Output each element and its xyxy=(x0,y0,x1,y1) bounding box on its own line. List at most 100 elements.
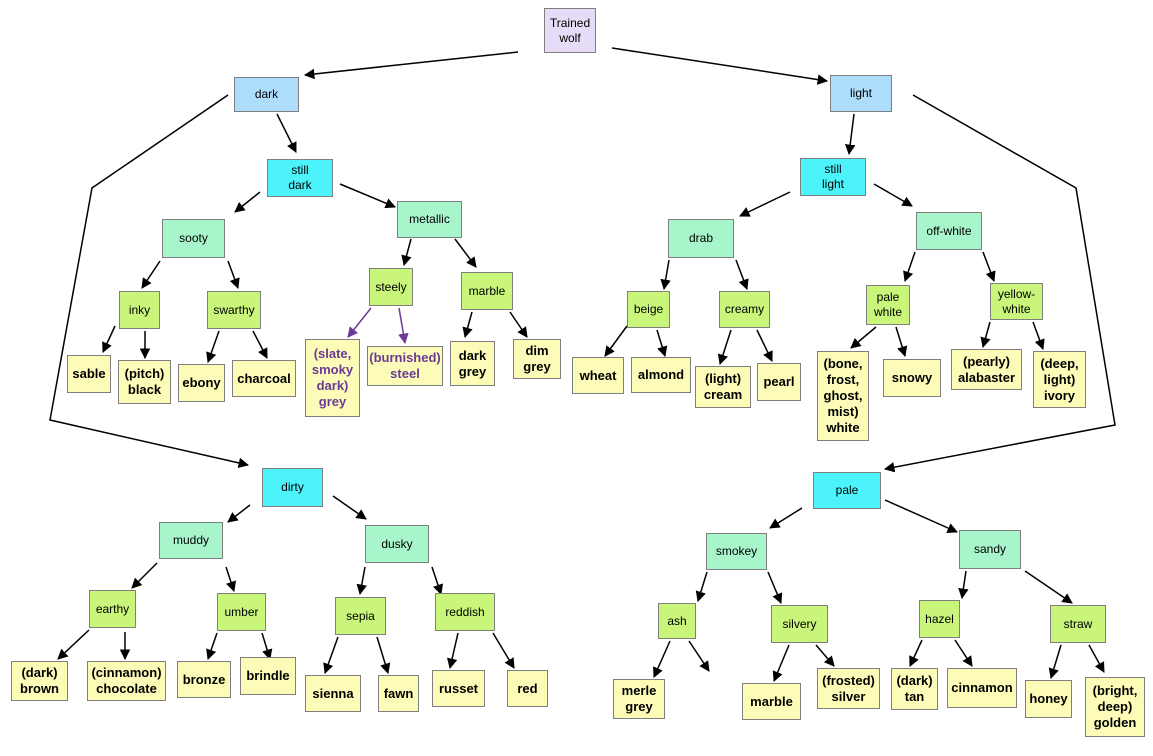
leaf-pitch-black: (pitch) black xyxy=(118,360,171,404)
leaf-charcoal: charcoal xyxy=(232,360,296,397)
edge-sepia-fawn xyxy=(376,636,391,675)
edge-sepia-sienna xyxy=(323,636,339,674)
leaf-fawn: fawn xyxy=(378,675,419,712)
leaf-light-cream: (light) cream xyxy=(695,366,751,408)
edge-smokey-silvery xyxy=(767,571,783,604)
leaf-pearl: pearl xyxy=(757,363,801,401)
leaf-burnished-steel: (burnished) steel xyxy=(367,346,443,386)
node-ash: ash xyxy=(658,603,696,639)
edge-light-pale xyxy=(883,94,1116,473)
leaf-bronze: bronze xyxy=(177,661,231,698)
edge-creamy-pearl xyxy=(756,329,773,362)
node-trained-wolf: Trained wolf xyxy=(544,8,596,53)
edge-earthy-darkbrown xyxy=(57,629,90,660)
edge-silvery-frostedsilver xyxy=(815,644,835,667)
edge-dirty-muddy xyxy=(227,504,251,523)
edge-swarthy-ebony xyxy=(206,330,220,363)
node-light: light xyxy=(830,75,892,112)
node-off-white: off-white xyxy=(916,212,982,250)
edge-hazel-cinnamon xyxy=(954,639,973,667)
leaf-golden: (bright, deep) golden xyxy=(1085,677,1145,737)
node-dirty: dirty xyxy=(262,468,323,507)
edge-muddy-earthy xyxy=(131,562,158,589)
edge-dusky-sepia xyxy=(356,566,367,596)
edge-dark-stilldark xyxy=(276,113,297,153)
node-metallic: metallic xyxy=(397,201,462,238)
edge-steely-burnishedsteel xyxy=(398,307,409,345)
node-silvery: silvery xyxy=(771,605,828,643)
edge-drab-beige xyxy=(660,259,671,291)
leaf-russet: russet xyxy=(432,670,485,707)
leaf-merle-grey: merle grey xyxy=(613,679,665,719)
edge-palewhite-bonewhite xyxy=(850,326,877,349)
node-dark: dark xyxy=(234,77,299,112)
leaf-ivory: (deep, light) ivory xyxy=(1033,351,1086,408)
leaf-sienna: sienna xyxy=(305,675,361,712)
node-steely: steely xyxy=(369,268,413,306)
leaf-snowy: snowy xyxy=(883,359,941,397)
edge-muddy-umber xyxy=(225,566,236,592)
leaf-brindle: brindle xyxy=(240,657,296,695)
node-marble-group: marble xyxy=(461,272,513,310)
leaf-dark-tan: (dark) tan xyxy=(891,668,938,710)
edge-smokey-ash xyxy=(695,571,708,603)
edge-hazel-darktan xyxy=(909,639,923,667)
edge-stilldark-sooty xyxy=(234,191,261,213)
edge-reddish-red xyxy=(492,632,515,669)
node-beige: beige xyxy=(627,291,670,328)
node-still-dark: still dark xyxy=(267,159,333,197)
edge-offwhite-yellowwhite xyxy=(982,251,996,282)
edge-light-stilllight xyxy=(844,113,856,156)
leaf-ebony: ebony xyxy=(178,364,225,402)
edge-dirty-dusky xyxy=(332,495,367,520)
node-pale: pale xyxy=(813,472,881,509)
leaf-dark-grey: dark grey xyxy=(450,341,495,386)
leaf-honey: honey xyxy=(1025,680,1072,718)
edge-offwhite-palewhite xyxy=(903,251,916,282)
edge-beige-wheat xyxy=(604,325,628,357)
node-umber: umber xyxy=(217,593,266,631)
edge-root-dark xyxy=(303,51,519,80)
edge-sandy-hazel xyxy=(958,570,969,600)
edge-steely-slategrey xyxy=(347,307,372,338)
leaf-dim-grey: dim grey xyxy=(513,339,561,379)
edge-creamy-lightcream xyxy=(717,329,732,365)
edge-umber-bronze xyxy=(206,632,218,660)
edge-stilldark-metallic xyxy=(339,183,396,209)
edge-metallic-marble xyxy=(454,238,477,268)
node-yellow-white: yellow- white xyxy=(990,283,1043,320)
edge-ash-merlegrey xyxy=(653,640,671,678)
edge-dusky-reddish xyxy=(431,566,443,595)
edge-root-light xyxy=(611,47,829,85)
edge-yellowwhite-alabaster xyxy=(980,321,991,349)
leaf-wheat: wheat xyxy=(572,357,624,394)
node-straw: straw xyxy=(1050,605,1106,643)
edge-drab-creamy xyxy=(735,259,749,290)
edge-stilllight-offwhite xyxy=(873,183,913,207)
node-sandy: sandy xyxy=(959,530,1021,569)
edge-dark-dirty xyxy=(49,94,250,469)
edge-sandy-straw xyxy=(1024,570,1073,604)
edge-umber-brindle xyxy=(261,632,273,661)
node-reddish: reddish xyxy=(435,593,495,631)
edge-yellowwhite-ivory xyxy=(1032,321,1045,350)
edge-palewhite-snowy xyxy=(895,326,908,358)
node-sooty: sooty xyxy=(162,219,225,258)
node-hazel: hazel xyxy=(919,600,960,638)
edge-marble-darkgrey xyxy=(462,311,473,339)
edge-ash-dangling xyxy=(688,640,710,672)
edge-metallic-steely xyxy=(401,238,412,267)
leaf-marble: marble xyxy=(742,683,801,720)
edge-inky-sable xyxy=(102,325,116,353)
node-smokey: smokey xyxy=(706,533,767,570)
leaf-almond: almond xyxy=(631,357,691,393)
leaf-slate-grey: (slate, smoky dark) grey xyxy=(305,339,360,417)
node-creamy: creamy xyxy=(719,291,770,328)
edge-pale-sandy xyxy=(884,499,958,533)
leaf-dark-brown: (dark) brown xyxy=(11,661,68,701)
edge-sooty-inky xyxy=(141,260,161,289)
edge-reddish-russet xyxy=(446,632,459,670)
node-still-light: still light xyxy=(800,158,866,196)
